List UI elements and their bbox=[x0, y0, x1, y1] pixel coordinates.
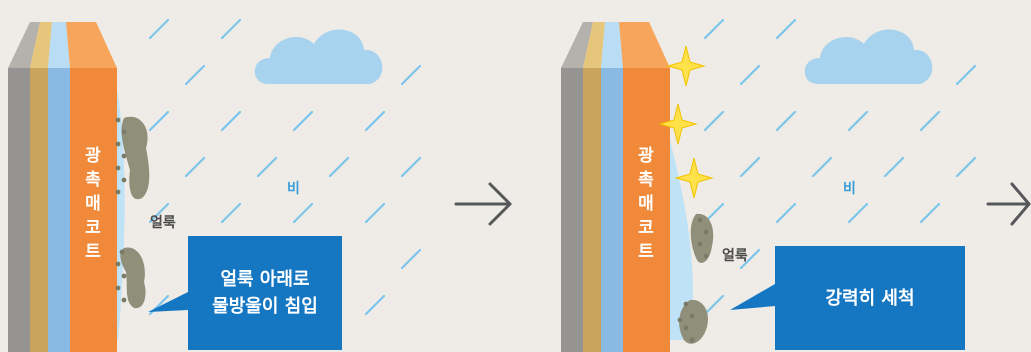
stain-particles bbox=[115, 116, 150, 309]
rain-drop bbox=[739, 64, 761, 86]
rain-label: 비 bbox=[843, 181, 856, 197]
coating-label-char: 매 bbox=[638, 194, 654, 214]
coating-label-char: 광 bbox=[638, 146, 654, 166]
coating-label-char: 촉 bbox=[85, 170, 101, 190]
coating-label-char: 촉 bbox=[638, 170, 654, 190]
rain-drop bbox=[703, 110, 725, 132]
rain-drop bbox=[919, 202, 941, 224]
rain-drop bbox=[703, 294, 725, 316]
rain-label: 비 bbox=[287, 181, 300, 197]
rain-drop bbox=[775, 202, 797, 224]
rain-drop bbox=[919, 110, 941, 132]
coating-label-char: 광 bbox=[85, 146, 101, 166]
rain-drop bbox=[364, 110, 386, 132]
cloud-icon bbox=[804, 29, 933, 84]
rain-drop bbox=[256, 156, 278, 178]
stain-label: 얼룩 bbox=[150, 215, 176, 231]
rain-drop bbox=[220, 202, 242, 224]
coating-label-char: 매 bbox=[85, 194, 101, 214]
rain-drop bbox=[148, 202, 170, 224]
callout-line: 강력히 세척 bbox=[825, 287, 915, 309]
rain-drop bbox=[292, 202, 314, 224]
rain-drop bbox=[400, 248, 422, 270]
rain-drop bbox=[364, 294, 386, 316]
rain-drop bbox=[955, 64, 977, 86]
stain-particles bbox=[677, 213, 714, 344]
rain-drop bbox=[847, 202, 869, 224]
rain-drop bbox=[739, 248, 761, 270]
callout-pointer bbox=[148, 292, 188, 312]
photocatalyst-coating bbox=[70, 68, 117, 352]
rain-drop bbox=[148, 18, 170, 40]
rain-drop bbox=[292, 110, 314, 132]
coating-label-char: 코 bbox=[85, 218, 101, 238]
right-arrow-icon bbox=[454, 182, 512, 226]
rain-drop bbox=[184, 156, 206, 178]
photocatalyst-coating bbox=[623, 68, 670, 352]
rain-drop bbox=[775, 18, 797, 40]
rain-drop bbox=[400, 64, 422, 86]
rain-drop bbox=[364, 202, 386, 224]
sparkle-icon bbox=[658, 45, 714, 199]
coating-label-char: 트 bbox=[638, 242, 654, 262]
wall-layers bbox=[561, 22, 693, 352]
coating-label-char: 코 bbox=[638, 218, 654, 238]
rain-streaks bbox=[703, 18, 977, 316]
callout-line: 물방울이 침입 bbox=[212, 296, 318, 317]
rain-drop bbox=[400, 156, 422, 178]
cloud-icon bbox=[254, 29, 383, 84]
rain-drop bbox=[955, 156, 977, 178]
right-arrow-icon bbox=[986, 182, 1031, 226]
rain-drop bbox=[847, 110, 869, 132]
coating-label: 광 촉 매 코 트 bbox=[635, 144, 657, 264]
stain-label: 얼룩 bbox=[722, 248, 748, 264]
rain-drop bbox=[775, 110, 797, 132]
rain-drop bbox=[184, 64, 206, 86]
callout-pointer bbox=[730, 284, 775, 310]
rain-streaks bbox=[148, 18, 422, 316]
rain-drop bbox=[220, 18, 242, 40]
rain-drop bbox=[220, 110, 242, 132]
rain-drop bbox=[148, 110, 170, 132]
rain-drop bbox=[703, 18, 725, 40]
rain-drop bbox=[811, 156, 833, 178]
coating-label-char: 트 bbox=[85, 242, 101, 262]
rain-drop bbox=[739, 156, 761, 178]
wall-layers bbox=[8, 22, 125, 352]
coating-label: 광 촉 매 코 트 bbox=[82, 144, 104, 264]
callout-box: 얼룩 아래로 물방울이 침입 bbox=[188, 236, 342, 350]
rain-drop bbox=[883, 156, 905, 178]
rain-drop bbox=[328, 156, 350, 178]
callout-line: 얼룩 아래로 bbox=[220, 269, 310, 290]
callout-box: 강력히 세척 bbox=[775, 246, 965, 350]
